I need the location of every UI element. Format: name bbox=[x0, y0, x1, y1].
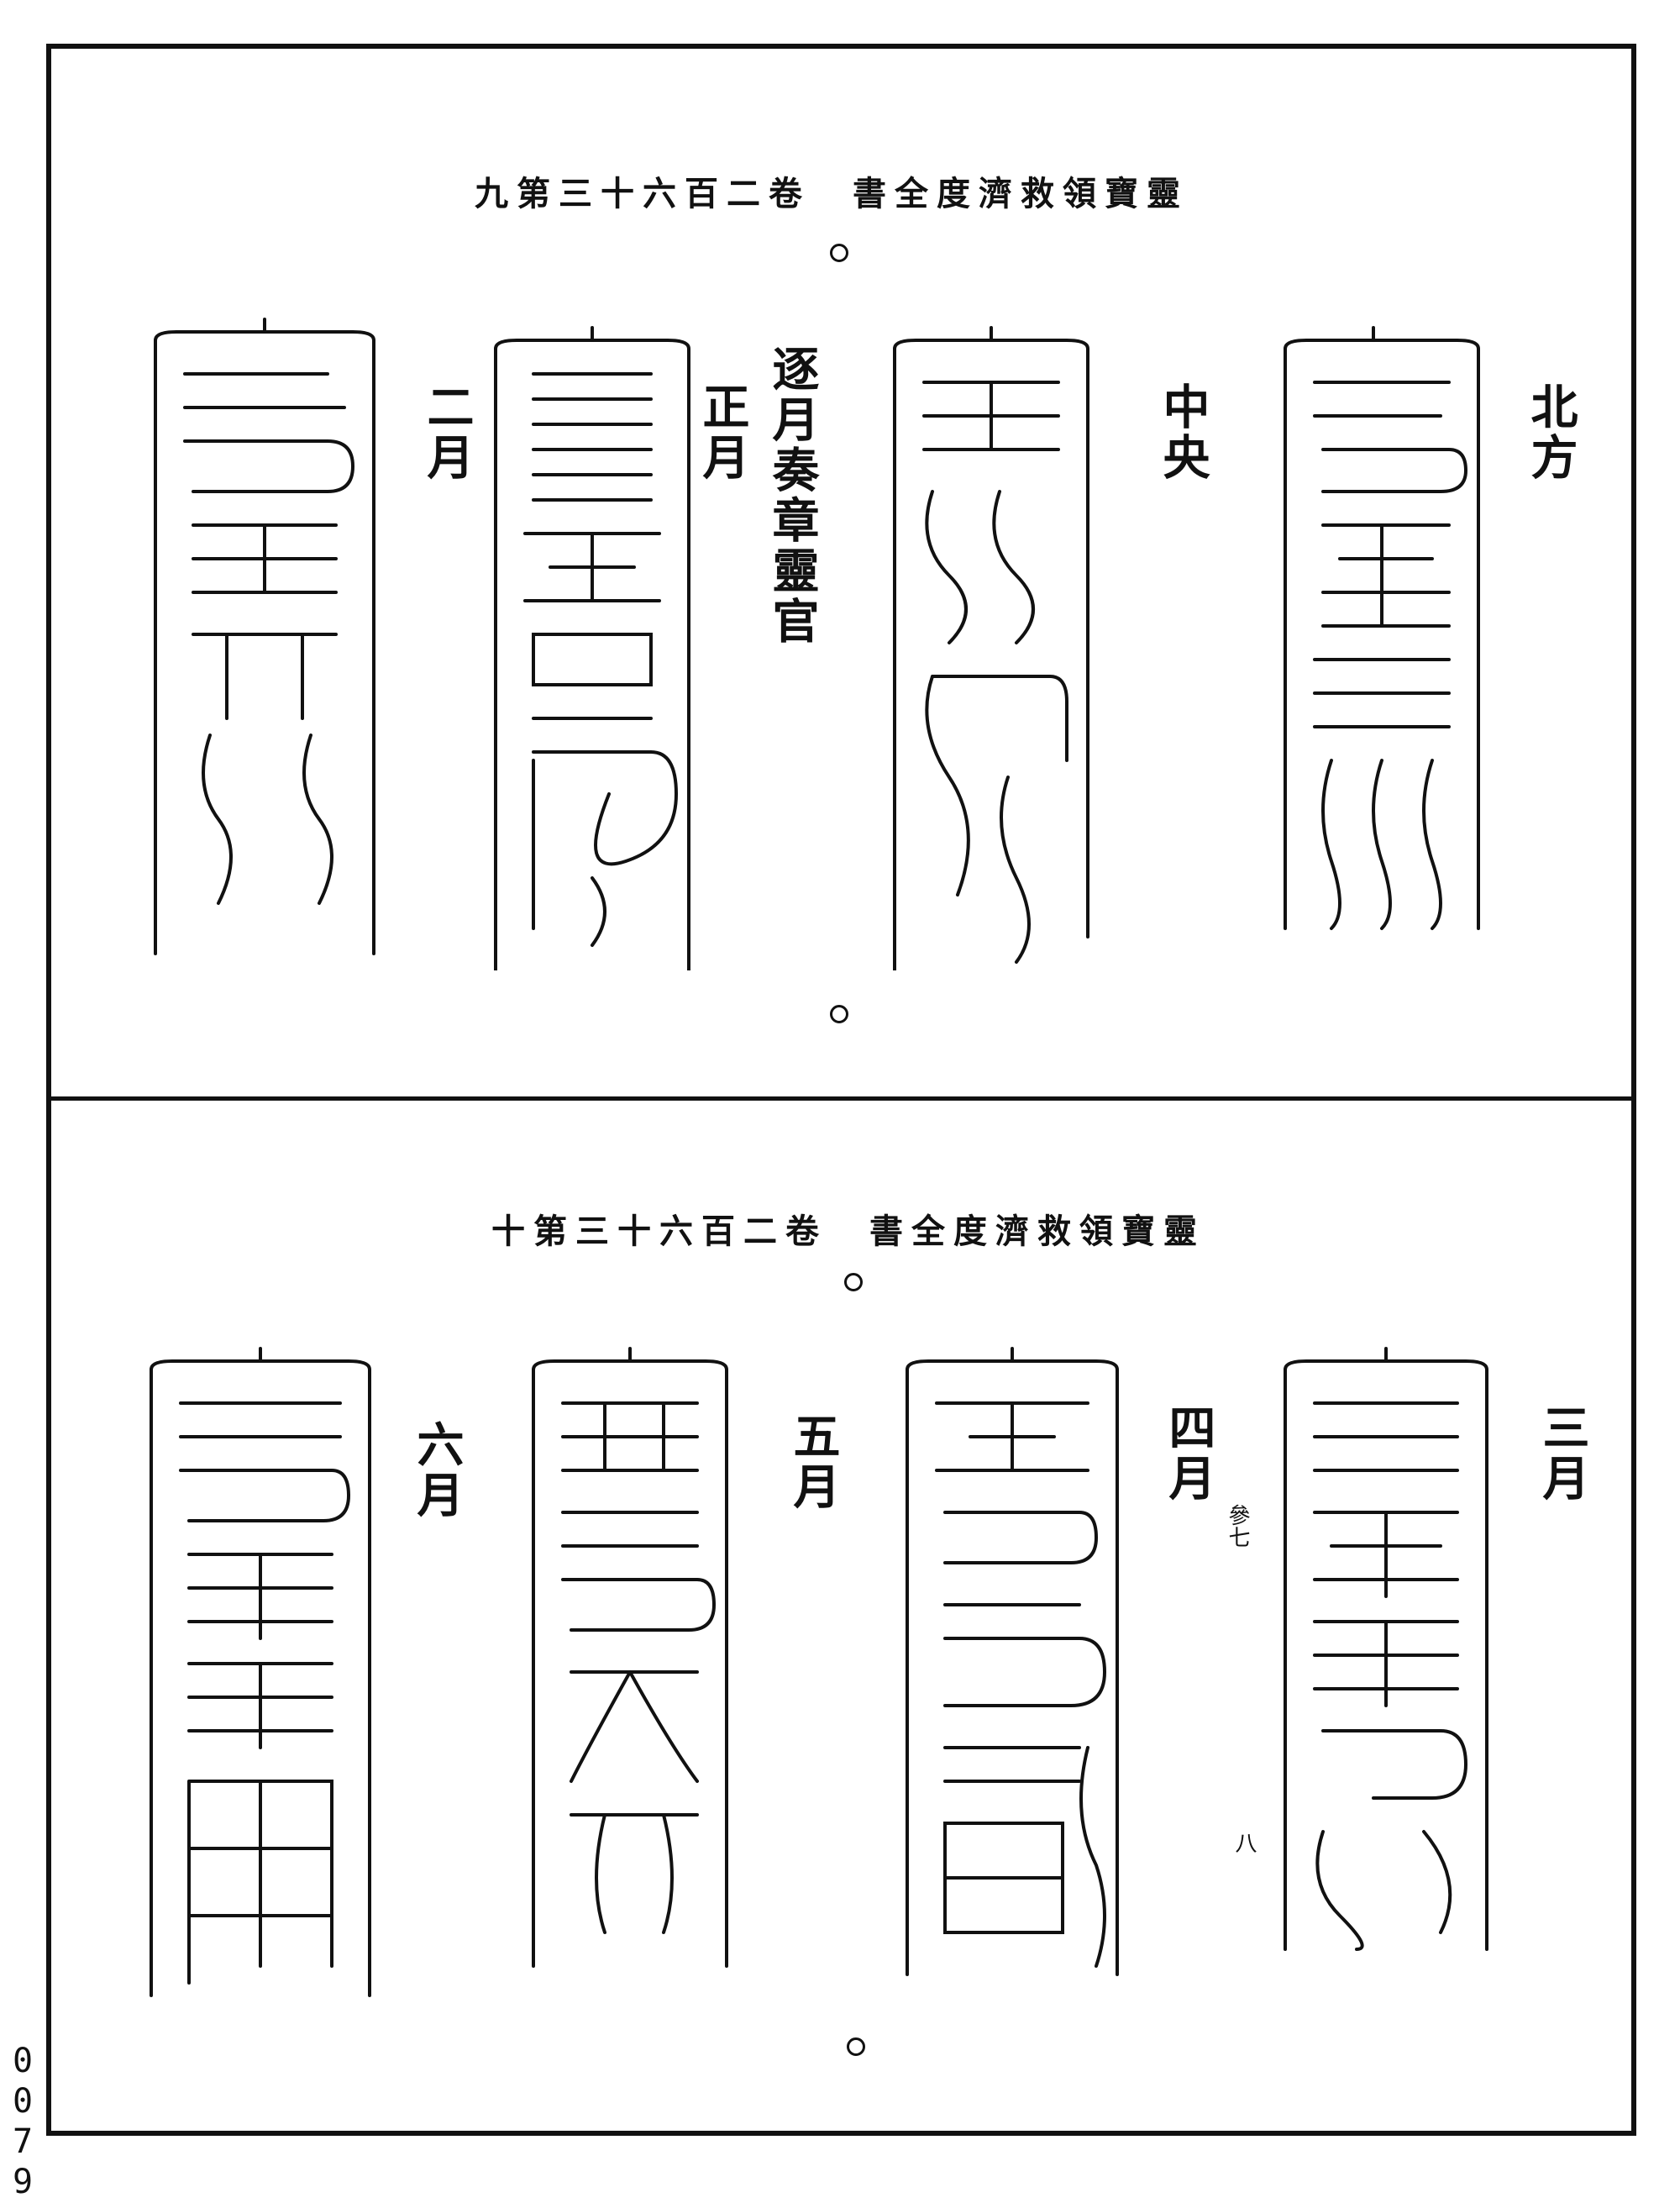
label-month-4: 四月 bbox=[1161, 1403, 1216, 1504]
talisman-month-2 bbox=[154, 318, 375, 955]
label-center: 中央 bbox=[1155, 382, 1210, 483]
talisman-north bbox=[1284, 326, 1480, 930]
panel-divider bbox=[46, 1096, 1636, 1101]
label-month-3: 三月 bbox=[1535, 1403, 1590, 1504]
talisman-center bbox=[893, 326, 1089, 970]
talisman-month-3 bbox=[1284, 1347, 1488, 1951]
talisman-month-5 bbox=[532, 1347, 728, 1968]
top-header: 九第三十六百二卷 書全度濟救領寶靈 bbox=[475, 174, 1189, 213]
small-annotation: 參七 bbox=[1225, 1504, 1250, 1548]
binding-hole bbox=[847, 2037, 865, 2056]
page-number: 0079 bbox=[3, 2042, 42, 2203]
bottom-header: 十第三十六百二卷 書全度濟救領寶靈 bbox=[491, 1212, 1205, 1251]
binding-hole bbox=[830, 1005, 848, 1023]
label-month-5: 五月 bbox=[785, 1412, 841, 1512]
label-month-1: 正月 bbox=[695, 382, 750, 483]
label-monthly-title: 逐月奏章靈官 bbox=[764, 344, 820, 647]
small-mark: 八 bbox=[1231, 1832, 1257, 1853]
label-month-6: 六月 bbox=[409, 1420, 465, 1521]
label-north: 北方 bbox=[1523, 382, 1578, 483]
page-frame bbox=[46, 44, 1636, 2136]
label-month-2: 二月 bbox=[419, 382, 475, 483]
binding-hole bbox=[830, 244, 848, 262]
talisman-month-4 bbox=[906, 1347, 1119, 1976]
binding-hole bbox=[844, 1273, 863, 1291]
talisman-month-1 bbox=[494, 326, 690, 970]
talisman-month-6 bbox=[150, 1347, 371, 1997]
